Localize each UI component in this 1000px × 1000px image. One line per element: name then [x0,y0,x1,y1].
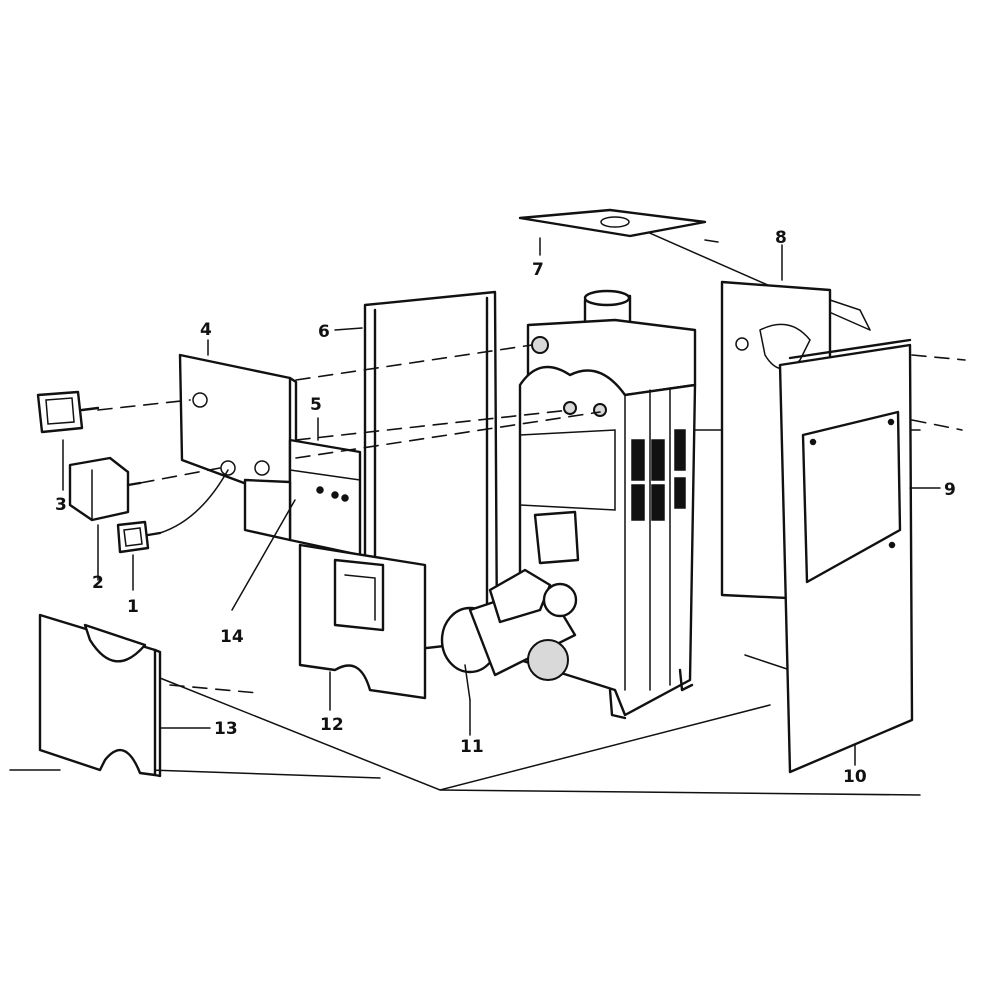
part-3-switch [36,390,100,434]
callout-8: 8 [775,228,787,248]
callout-14: 14 [220,627,244,647]
callout-1: 1 [127,597,139,617]
callout-7: 7 [532,260,544,280]
part-5-bracket [243,438,362,557]
part-12-lower-panel [298,543,427,700]
leader-lines [62,237,941,766]
callout-5: 5 [310,395,322,415]
callout-13: 13 [214,719,238,739]
callout-3: 3 [55,495,67,515]
part-1-connector [116,520,162,554]
part-7-top-plate [518,208,719,243]
part-13-bottom-panel [38,613,162,778]
callout-4: 4 [200,320,212,340]
callout-11: 11 [460,737,484,757]
part-11-burner [440,568,578,701]
callout-6: 6 [318,322,330,342]
callout-9: 9 [944,480,956,500]
part-2-relay-box [68,456,142,522]
callout-10: 10 [843,767,867,787]
part-10-front-panel [778,338,914,774]
exploded-guide-lines [97,344,966,694]
callout-2: 2 [92,573,104,593]
callout-12: 12 [320,715,344,735]
callout-labels: 1 2 3 4 5 6 7 8 9 10 11 12 13 14 [55,228,956,787]
